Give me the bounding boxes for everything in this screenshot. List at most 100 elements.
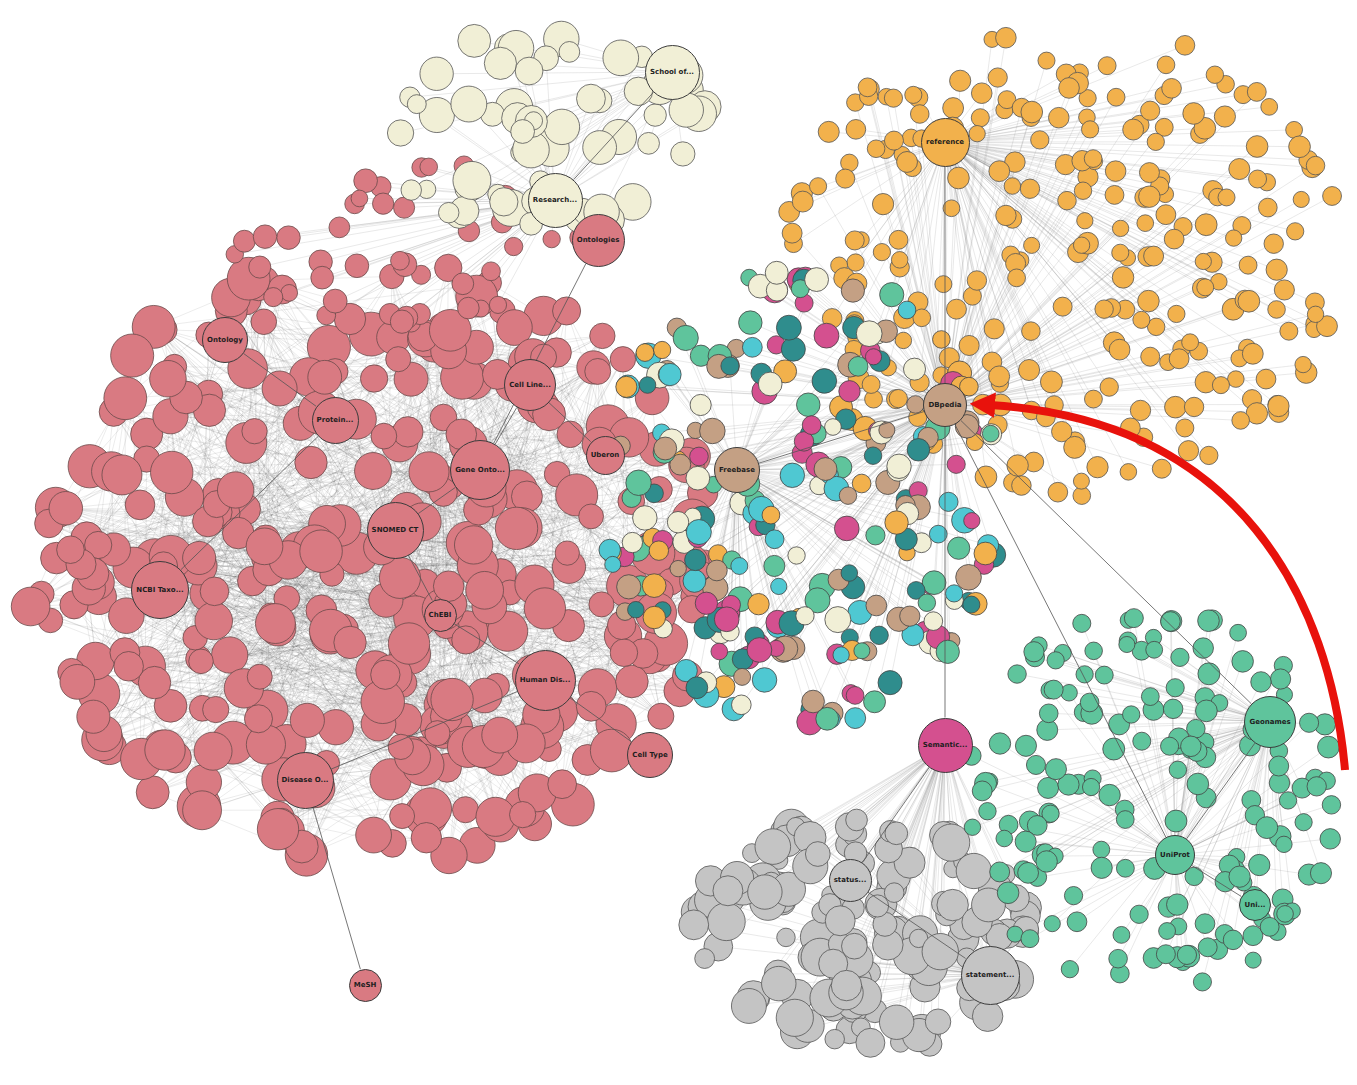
background-link [778,405,945,622]
background-link [302,336,603,847]
background-link [945,142,1081,481]
background-link [818,186,945,405]
background-link [945,142,1046,417]
background-link [737,470,969,601]
background-link [737,303,804,470]
background-link [213,426,608,751]
background-link [153,792,307,855]
background-link [636,405,945,610]
background-link [231,297,653,553]
background-link [202,474,557,708]
background-link [448,268,658,657]
background-link [945,142,998,425]
background-link [945,88,1172,405]
background-link [315,546,538,793]
background-link [172,472,447,767]
background-link [641,405,945,586]
background-link [49,523,391,779]
background-link [41,369,247,594]
background-link [102,357,543,740]
background-link [567,311,632,501]
background-link [945,225,1206,405]
background-link [855,405,945,718]
background-link [258,316,543,719]
background-link [202,592,510,810]
background-link [720,405,945,620]
background-link [87,538,466,810]
background-link [706,405,945,682]
background-link [760,286,945,405]
background-link [172,472,423,764]
background-link [945,142,1145,223]
background-link [945,45,1185,142]
background-link [163,330,627,633]
background-link [945,307,1063,405]
background-link [71,493,702,672]
background-link [743,405,945,659]
background-link [208,521,391,779]
background-link [945,177,1088,405]
background-link [145,432,408,666]
background-link [90,466,392,675]
background-link [41,471,373,594]
background-link [945,142,1252,399]
background-link [945,142,1257,413]
background-link [945,142,1051,382]
background-link [306,384,512,855]
background-link [945,208,1268,405]
background-link [174,367,537,793]
background-link [426,564,688,837]
background-link [737,470,913,635]
background-link [737,470,971,605]
background-link [737,470,910,616]
background-link [759,405,945,650]
background-link [209,335,449,586]
background-link [945,142,1154,256]
background-link [737,280,817,470]
background-link [66,508,202,810]
background-link [98,545,526,743]
background-link [945,117,1225,405]
background-link [799,283,945,405]
background-link [721,405,945,632]
background-link [945,226,1242,405]
background-link [246,299,557,474]
background-link [793,405,945,648]
background-link [153,330,451,792]
background-link [99,694,392,843]
background-link [332,353,557,575]
background-link [267,381,473,711]
background-link [31,311,503,607]
background-link [336,495,577,727]
background-link [423,336,692,519]
background-link [252,357,543,581]
background-link [104,371,598,733]
background-link [804,280,945,405]
background-link [443,418,691,610]
background-link [170,416,489,606]
background-link [945,142,1314,329]
background-links [31,38,1332,1044]
background-link [876,405,945,605]
background-link [737,328,854,470]
background-link [737,310,907,470]
background-link [737,470,925,632]
background-link [945,142,1245,300]
background-link [154,327,523,815]
background-link [800,289,945,405]
background-link [82,557,431,809]
background-link [208,521,537,793]
background-link [163,330,643,654]
background-link [95,407,543,661]
background-link [684,405,945,542]
background-link [74,418,443,605]
background-link [945,265,1248,405]
background-link [335,371,671,581]
background-link [56,276,392,507]
background-link [214,591,477,845]
background-link [737,470,985,553]
background-link [104,414,549,733]
background-link [246,299,658,657]
background-link [209,394,612,750]
